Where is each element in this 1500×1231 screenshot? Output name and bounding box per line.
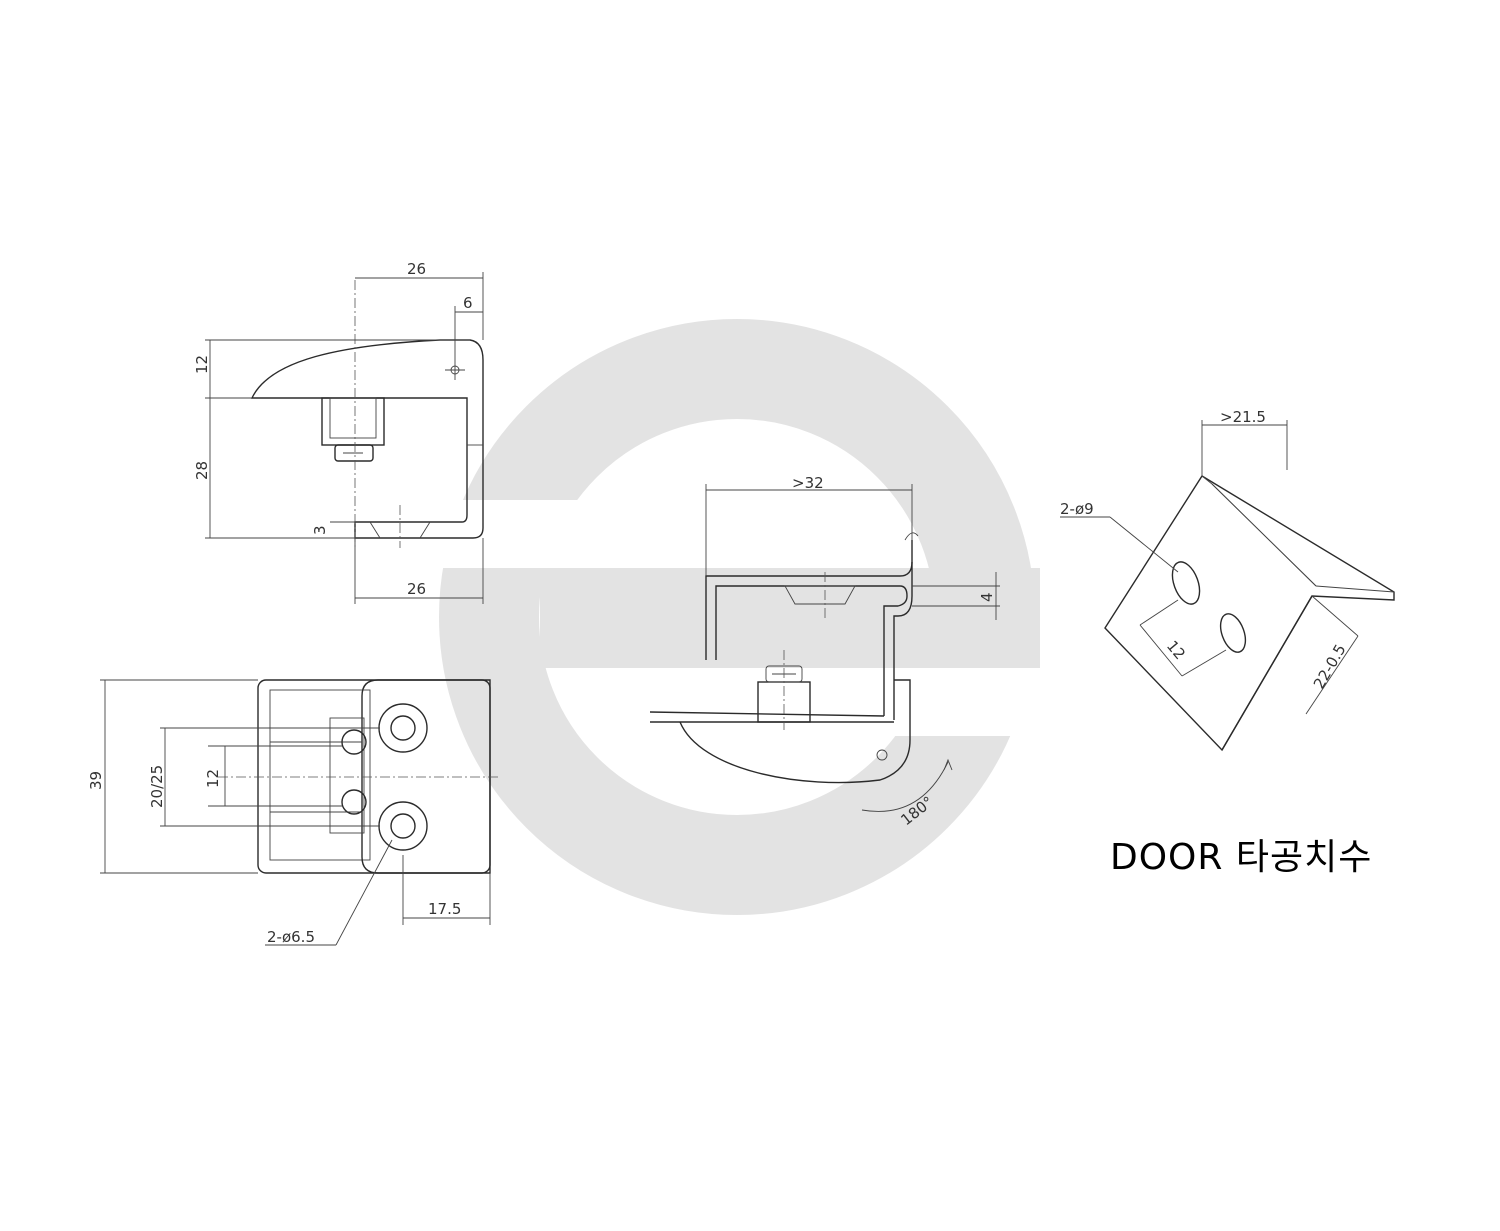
dim-thickness: 3 bbox=[311, 525, 329, 535]
dim-depth: >32 bbox=[792, 474, 824, 492]
dim-width-bottom: 26 bbox=[407, 580, 426, 598]
dim-hole-spacing-outer: 20/25 bbox=[148, 765, 166, 808]
dim-hole-spacing: 12 bbox=[204, 769, 222, 788]
dim-offset: 6 bbox=[463, 294, 473, 312]
dim-width-top: 26 bbox=[407, 260, 426, 278]
dim-height-lower: 28 bbox=[193, 461, 211, 480]
dim-door-hole-spacing: 12 bbox=[1163, 637, 1189, 663]
dim-door-width: >21.5 bbox=[1220, 408, 1266, 426]
watermark-logo bbox=[420, 319, 1055, 915]
dim-height: 39 bbox=[87, 771, 105, 790]
dim-hole-callout: 2-ø6.5 bbox=[267, 928, 315, 946]
dim-door-hole-callout: 2-ø9 bbox=[1060, 500, 1094, 518]
dim-edge-offset: 17.5 bbox=[428, 900, 461, 918]
front-view bbox=[100, 679, 500, 946]
section-view bbox=[649, 484, 1000, 812]
dim-door-edge: 22-0.5 bbox=[1310, 641, 1350, 692]
dim-height-upper: 12 bbox=[193, 355, 211, 374]
dim-gap: 4 bbox=[978, 592, 996, 602]
door-label: DOOR 타공치수 bbox=[1110, 837, 1373, 878]
top-view bbox=[205, 272, 484, 604]
door-view bbox=[1060, 420, 1395, 752]
